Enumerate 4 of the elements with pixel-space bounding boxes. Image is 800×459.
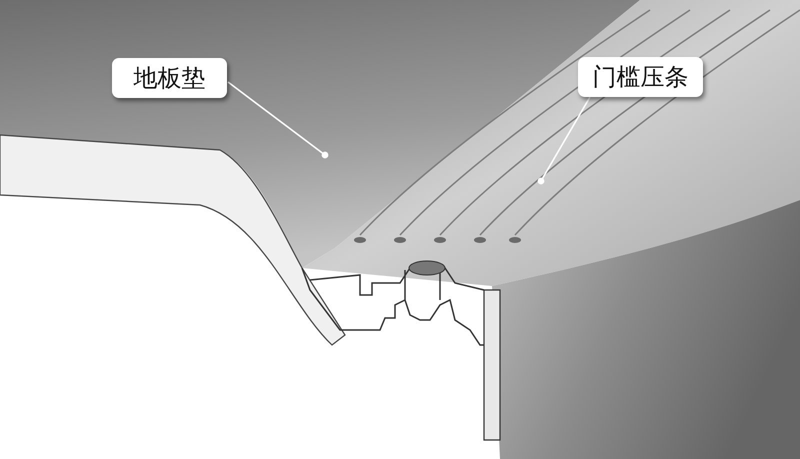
leader-line xyxy=(228,81,328,158)
sill-strip-drawing xyxy=(301,0,800,459)
leader-line xyxy=(538,96,591,184)
floor-mat-drawing xyxy=(0,0,640,346)
